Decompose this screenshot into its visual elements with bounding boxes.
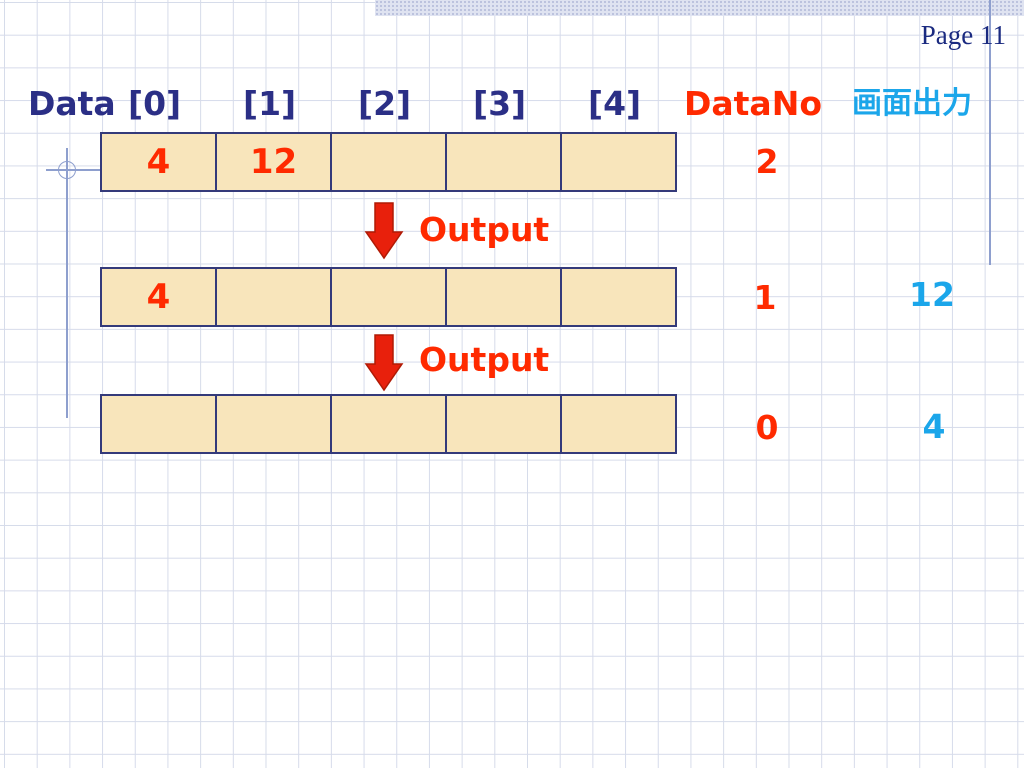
- array-cell: [447, 132, 562, 192]
- output-label: Output: [419, 210, 550, 249]
- array-row-3: [100, 394, 677, 454]
- array-cell: [102, 394, 217, 454]
- array-row-2: 4: [100, 267, 677, 327]
- array-cell: [217, 267, 332, 327]
- header-index-2: [2]: [358, 84, 412, 123]
- header-datano: DataNo: [684, 84, 822, 123]
- header-index-3: [3]: [473, 84, 527, 123]
- screen-output-value: 4: [922, 407, 946, 446]
- array-cell: [447, 394, 562, 454]
- header-index-4: [4]: [588, 84, 642, 123]
- header-screen-output: 画面出力: [852, 86, 972, 121]
- deco-circle: [58, 161, 76, 179]
- datano-value: 1: [753, 278, 777, 317]
- down-arrow-icon: [364, 334, 404, 392]
- array-cell: [332, 394, 447, 454]
- array-cell: [562, 394, 677, 454]
- header-index-1: [1]: [243, 84, 297, 123]
- deco-vertical-line-left: [66, 148, 68, 418]
- down-arrow-icon: [364, 202, 404, 260]
- screen-output-value: 12: [909, 275, 955, 314]
- array-cell: [562, 267, 677, 327]
- array-cell: [562, 132, 677, 192]
- datano-value: 2: [755, 142, 779, 181]
- page-number: Page 11: [920, 20, 1006, 50]
- array-cell: [447, 267, 562, 327]
- array-cell: [217, 394, 332, 454]
- datano-value: 0: [755, 408, 779, 447]
- array-cell: 12: [217, 132, 332, 192]
- array-row-1: 4 12: [100, 132, 677, 192]
- array-cell: [332, 132, 447, 192]
- header-index-0: [0]: [128, 84, 182, 123]
- top-decorative-band: [375, 0, 1024, 16]
- array-cell: 4: [102, 132, 217, 192]
- array-cell: [332, 267, 447, 327]
- output-label: Output: [419, 340, 550, 379]
- deco-vertical-line-right: [989, 0, 991, 265]
- array-cell: 4: [102, 267, 217, 327]
- header-data: Data: [28, 84, 116, 123]
